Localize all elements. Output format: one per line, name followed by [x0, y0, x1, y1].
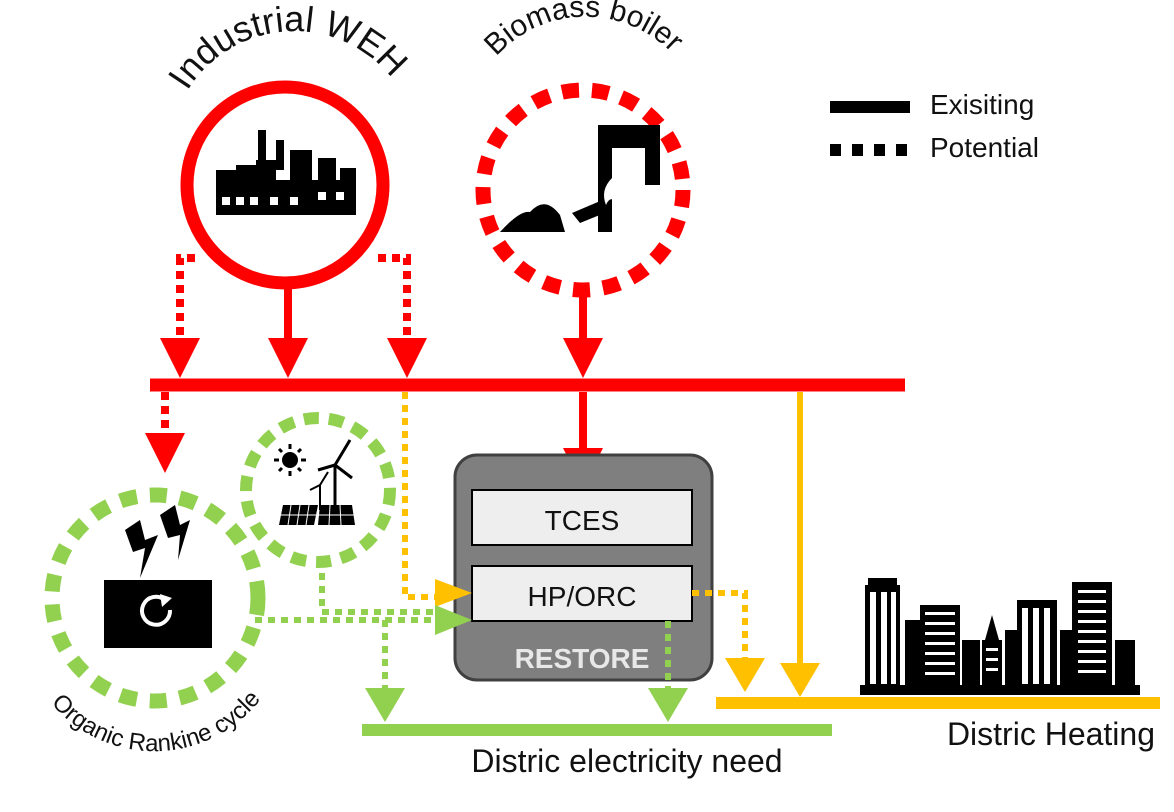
restore-system: TCES HP/ORC RESTORE [453, 453, 714, 682]
renewables-to-hp-orc-dotted [319, 560, 440, 615]
restore-to-electricity-arrow [648, 688, 688, 722]
orc-box [104, 580, 212, 648]
factory-icon [216, 130, 356, 215]
legend-existing-label: Exisiting [930, 89, 1034, 120]
to-hp-orc-green-arrow [435, 605, 472, 635]
bus-to-heating-arrow [780, 663, 820, 697]
hp-orc-label: HP/ORC [528, 581, 637, 612]
industrial-right-arrow [387, 338, 427, 378]
to-electricity-need-left-arrow [365, 688, 405, 722]
legend: Exisiting Potential [830, 89, 1039, 163]
industrial-left-arrow [160, 338, 200, 378]
renewables-circle [240, 412, 396, 568]
district-heating-label: Distric Heating [947, 716, 1155, 752]
bus-to-hp-orc-arrow [435, 579, 472, 607]
industrial-right-dotted-branch [378, 254, 411, 340]
bus-to-hp-orc-dotted [402, 392, 440, 600]
biomass-boiler-label: Biomass boiler [478, 0, 690, 62]
thermal-flows [402, 392, 1160, 709]
biomass-boiler-source: Biomass boiler [475, 0, 691, 298]
restore-label: RESTORE [515, 643, 650, 674]
electricity-flows [255, 560, 832, 736]
hp-orc-to-heating-dotted [692, 590, 748, 660]
industrial-to-bus-arrow [268, 338, 308, 378]
hp-orc-box [471, 565, 693, 622]
city-skyline-icon [860, 578, 1140, 695]
tces-box [471, 489, 693, 546]
legend-potential-label: Potential [930, 132, 1039, 163]
orc-circle [44, 487, 266, 709]
solar-panel-icon [279, 504, 355, 526]
renewables-source [240, 412, 396, 568]
orc-unit: Organic Rankine cycle [44, 487, 266, 757]
district-electricity-label: Distric electricity need [471, 743, 782, 779]
wind-turbine-icon [309, 439, 353, 510]
bus-to-orc-arrow [145, 433, 185, 473]
hp-orc-to-heating-arrow [725, 658, 765, 692]
industrial-weh-source: Industrial WEH [160, 0, 416, 290]
cycle-icon [140, 594, 173, 627]
lightning-icon [125, 505, 190, 578]
tces-label: TCES [545, 505, 620, 536]
biomass-boiler-icon [500, 125, 660, 232]
sun-icon [274, 444, 306, 476]
industrial-left-dotted-branch [176, 254, 195, 340]
biomass-boiler-circle [475, 82, 691, 298]
biomass-to-bus-arrow [563, 338, 603, 378]
